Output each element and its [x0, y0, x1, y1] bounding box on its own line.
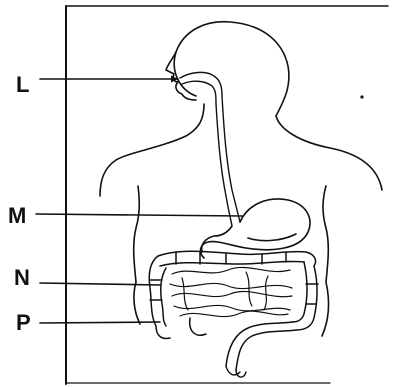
label-n: N: [14, 267, 30, 289]
speck-mark: [360, 95, 363, 98]
label-m: M: [8, 205, 26, 227]
figure-frame: [66, 6, 388, 384]
large-intestine: [149, 251, 318, 370]
label-p: P: [16, 312, 31, 334]
esophagus: [180, 72, 240, 226]
leader-line-n: [40, 283, 160, 285]
label-l: L: [16, 74, 29, 96]
stomach: [201, 199, 310, 258]
leader-line-p: [40, 322, 160, 323]
small-intestine: [170, 267, 292, 316]
